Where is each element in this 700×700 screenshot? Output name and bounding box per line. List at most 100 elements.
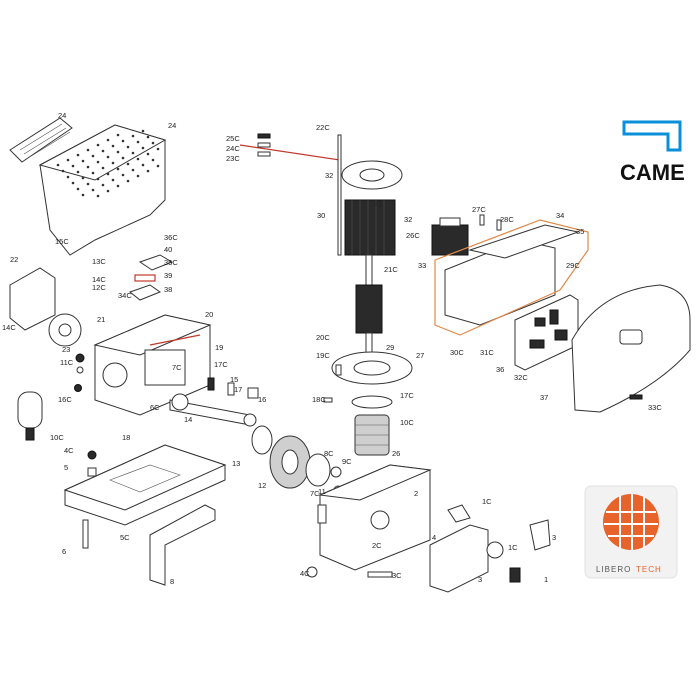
part-label-p13: 13 [232,459,240,468]
part-label-p14c: 14C [92,275,106,284]
drive-shaft [169,377,259,427]
part-label-p20c: 20C [316,333,330,342]
part-label-p38: 38 [164,285,172,294]
part-label-p26c: 26C [406,231,420,240]
part-label-p21: 21 [97,315,105,324]
part-label-p18: 18 [122,433,130,442]
bracket-8 [149,504,216,586]
part-label-p9c: 9C [342,457,352,466]
part-label-p22: 22 [10,255,18,264]
part-label-p36: 36 [496,365,504,374]
part-label-p5c: 5C [120,533,130,542]
part-label-p1: 1 [544,575,548,584]
came-brand-name: CAME [620,160,685,185]
nut-4c [306,566,318,578]
part-label-p1c: 1C [482,497,492,506]
part-label-p19c: 19C [316,351,330,360]
part-label-p25c: 25C [226,134,240,143]
screw-18c [323,397,333,403]
part-label-p30: 30 [317,211,325,220]
release-group [429,504,551,593]
part-label-p39: 39 [164,271,172,280]
side-cover [9,267,56,331]
part-label-p22c: 22C [316,123,330,132]
screw-24c [257,142,271,148]
part-label-p26: 26 [392,449,400,458]
part-label-p2: 2 [414,489,418,498]
part-label-p7c2: 7C [310,489,320,498]
liberotech-name-right: TECH [636,565,662,574]
part-label-p10c2: 10C [400,418,414,427]
part-label-p20: 20 [205,310,213,319]
part-label-p34: 34 [556,211,564,220]
stator-32 [344,199,396,256]
capacitor-10c [17,391,43,441]
part-label-p5: 5 [64,463,68,472]
part-label-p3: 3 [478,575,482,584]
part-label-p14cb: 14C [2,323,16,332]
part-label-p7c: 7C [172,363,182,372]
part-label-p2c: 2C [372,541,382,550]
vent-grille [9,117,73,163]
part-label-p33: 33 [418,261,426,270]
part-label-p36c: 36C [164,233,178,242]
rod-30 [337,134,342,256]
small-bracket [128,254,174,301]
part-label-p37: 37 [540,393,548,402]
screw-27c [479,214,485,226]
part-label-p34c: 34C [118,291,132,300]
part-label-p1cb: 1C [508,543,518,552]
part-label-p18c: 18C [312,395,326,404]
part-label-p29c: 29C [566,261,580,270]
washer-23 [75,353,85,363]
part-label-p32c: 32C [514,373,528,382]
center-assembly [239,133,432,578]
part-label-p24a: 24 [58,111,66,120]
part-label-p19: 19 [215,343,223,352]
ring-17c [351,395,393,409]
part-label-p31c: 31C [480,348,494,357]
part-label-p15: 15 [230,375,238,384]
part-label-p16c: 16C [58,395,72,404]
part-label-p29: 29 [386,343,394,352]
liberotech-name-left: LIBERO [596,565,631,574]
part-label-p3c: 3C [392,571,402,580]
part-label-p21c: 21C [384,265,398,274]
disc-13 [251,425,273,455]
part-label-p17: 17 [234,385,242,394]
part-label-p17c: 17C [214,360,228,369]
part-label-p30c: 30C [450,348,464,357]
part-label-p35: 35 [576,227,584,236]
bolt-6c [82,519,89,549]
part-label-p24c: 24C [226,144,240,153]
gear-12 [269,435,311,489]
base-plate [63,444,227,526]
part-label-p35c: 35C [164,258,178,267]
part-label-p14: 14 [184,415,192,424]
liberotech-globe-icon [603,494,659,550]
screw-33c [629,394,643,400]
gearbox-housing [93,314,212,416]
part-label-p8: 8 [170,577,174,586]
part-label-p24b: 24 [168,121,176,130]
rotor-29 [355,254,383,354]
part-label-p4cb: 4C [300,569,310,578]
part-label-p27: 27 [416,351,424,360]
part-label-p10c: 10C [50,433,64,442]
part-label-p15c: 15C [55,237,69,246]
part-label-p4c: 4C [64,446,74,455]
part-label-p6c: 6C [150,403,160,412]
came-logo: CAME [620,120,685,185]
part-label-p32: 32 [325,171,333,180]
part-label-p6: 6 [62,547,66,556]
left-assembly [9,117,343,586]
part-label-p17cb: 17C [400,391,414,400]
worm-26 [354,414,390,456]
ring-9c [330,466,342,478]
liberotech-logo: LIBERO TECH [584,485,678,579]
part-label-p11: 11 [318,487,326,496]
part-label-p11c: 11C [60,358,74,367]
screw-23c [257,151,271,157]
part-label-p40: 40 [164,245,172,254]
